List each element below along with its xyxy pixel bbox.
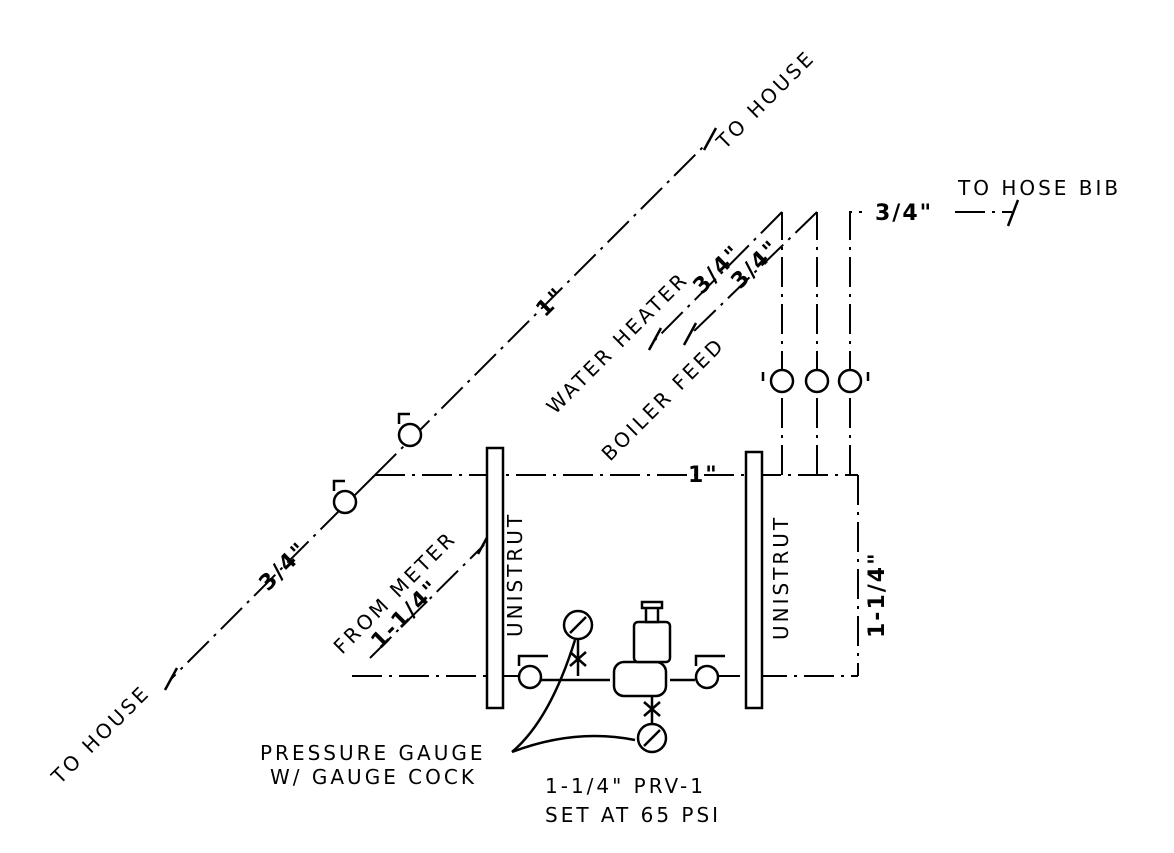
size-header: 1": [688, 463, 719, 488]
branch-hose-vert: [849, 211, 868, 475]
label-unistrut-left: UNISTRUT: [503, 512, 527, 637]
diag-pipe-1in: [374, 139, 711, 476]
outlet-valve-handle: [694, 654, 725, 666]
pressure-gauge-upper: [562, 609, 594, 676]
wh-end: [647, 327, 663, 351]
pipe-end-top: [702, 127, 718, 151]
valve-handle-lower: [332, 479, 345, 491]
inlet-valve-handle: [517, 654, 548, 666]
label-unistrut-right: UNISTRUT: [769, 515, 793, 640]
pipe-end-bottom: [163, 667, 179, 691]
boiler-end: [682, 322, 698, 346]
size-hose-bib: 3/4": [875, 201, 933, 226]
ball-valve-inlet: [517, 664, 543, 690]
leader-gauge-upper: [511, 639, 577, 753]
label-to-house-bottom: TO HOUSE: [46, 680, 155, 789]
unistrut-right: [744, 450, 764, 710]
label-to-hose-bib: TO HOSE BIB: [957, 176, 1121, 200]
size-riser: 1-1/4": [865, 551, 890, 638]
hose-end: [1006, 199, 1020, 227]
ball-valve-diag-upper: [397, 422, 423, 448]
branch-valve-handles: [761, 372, 870, 381]
pressure-gauge-lower: [636, 696, 668, 754]
ball-valve-branch-2: [804, 368, 830, 394]
unistrut-left: [485, 446, 505, 710]
branch-boiler-diag: [689, 211, 818, 336]
label-to-house-top: TO HOUSE: [711, 45, 820, 154]
prv-valve: [612, 600, 672, 698]
ball-valve-branch-1: [769, 368, 795, 394]
label-prv-2: SET AT 65 PSI: [545, 803, 721, 827]
leader-gauge-lower: [511, 734, 636, 754]
ball-valve-diag-lower: [332, 489, 358, 515]
valve-handle-upper: [397, 412, 410, 424]
label-prv-1: 1-1/4" PRV-1: [545, 774, 706, 798]
ball-valve-outlet: [694, 664, 720, 690]
label-pressure-gauge-1: PRESSURE GAUGE: [260, 741, 485, 765]
meter-branch: [369, 544, 485, 659]
branch-water-heater-diag: [654, 211, 783, 341]
ball-valve-branch-3: [837, 368, 863, 394]
size-main-diag: 1": [532, 283, 571, 322]
label-pressure-gauge-2: W/ GAUGE COCK: [270, 765, 477, 789]
